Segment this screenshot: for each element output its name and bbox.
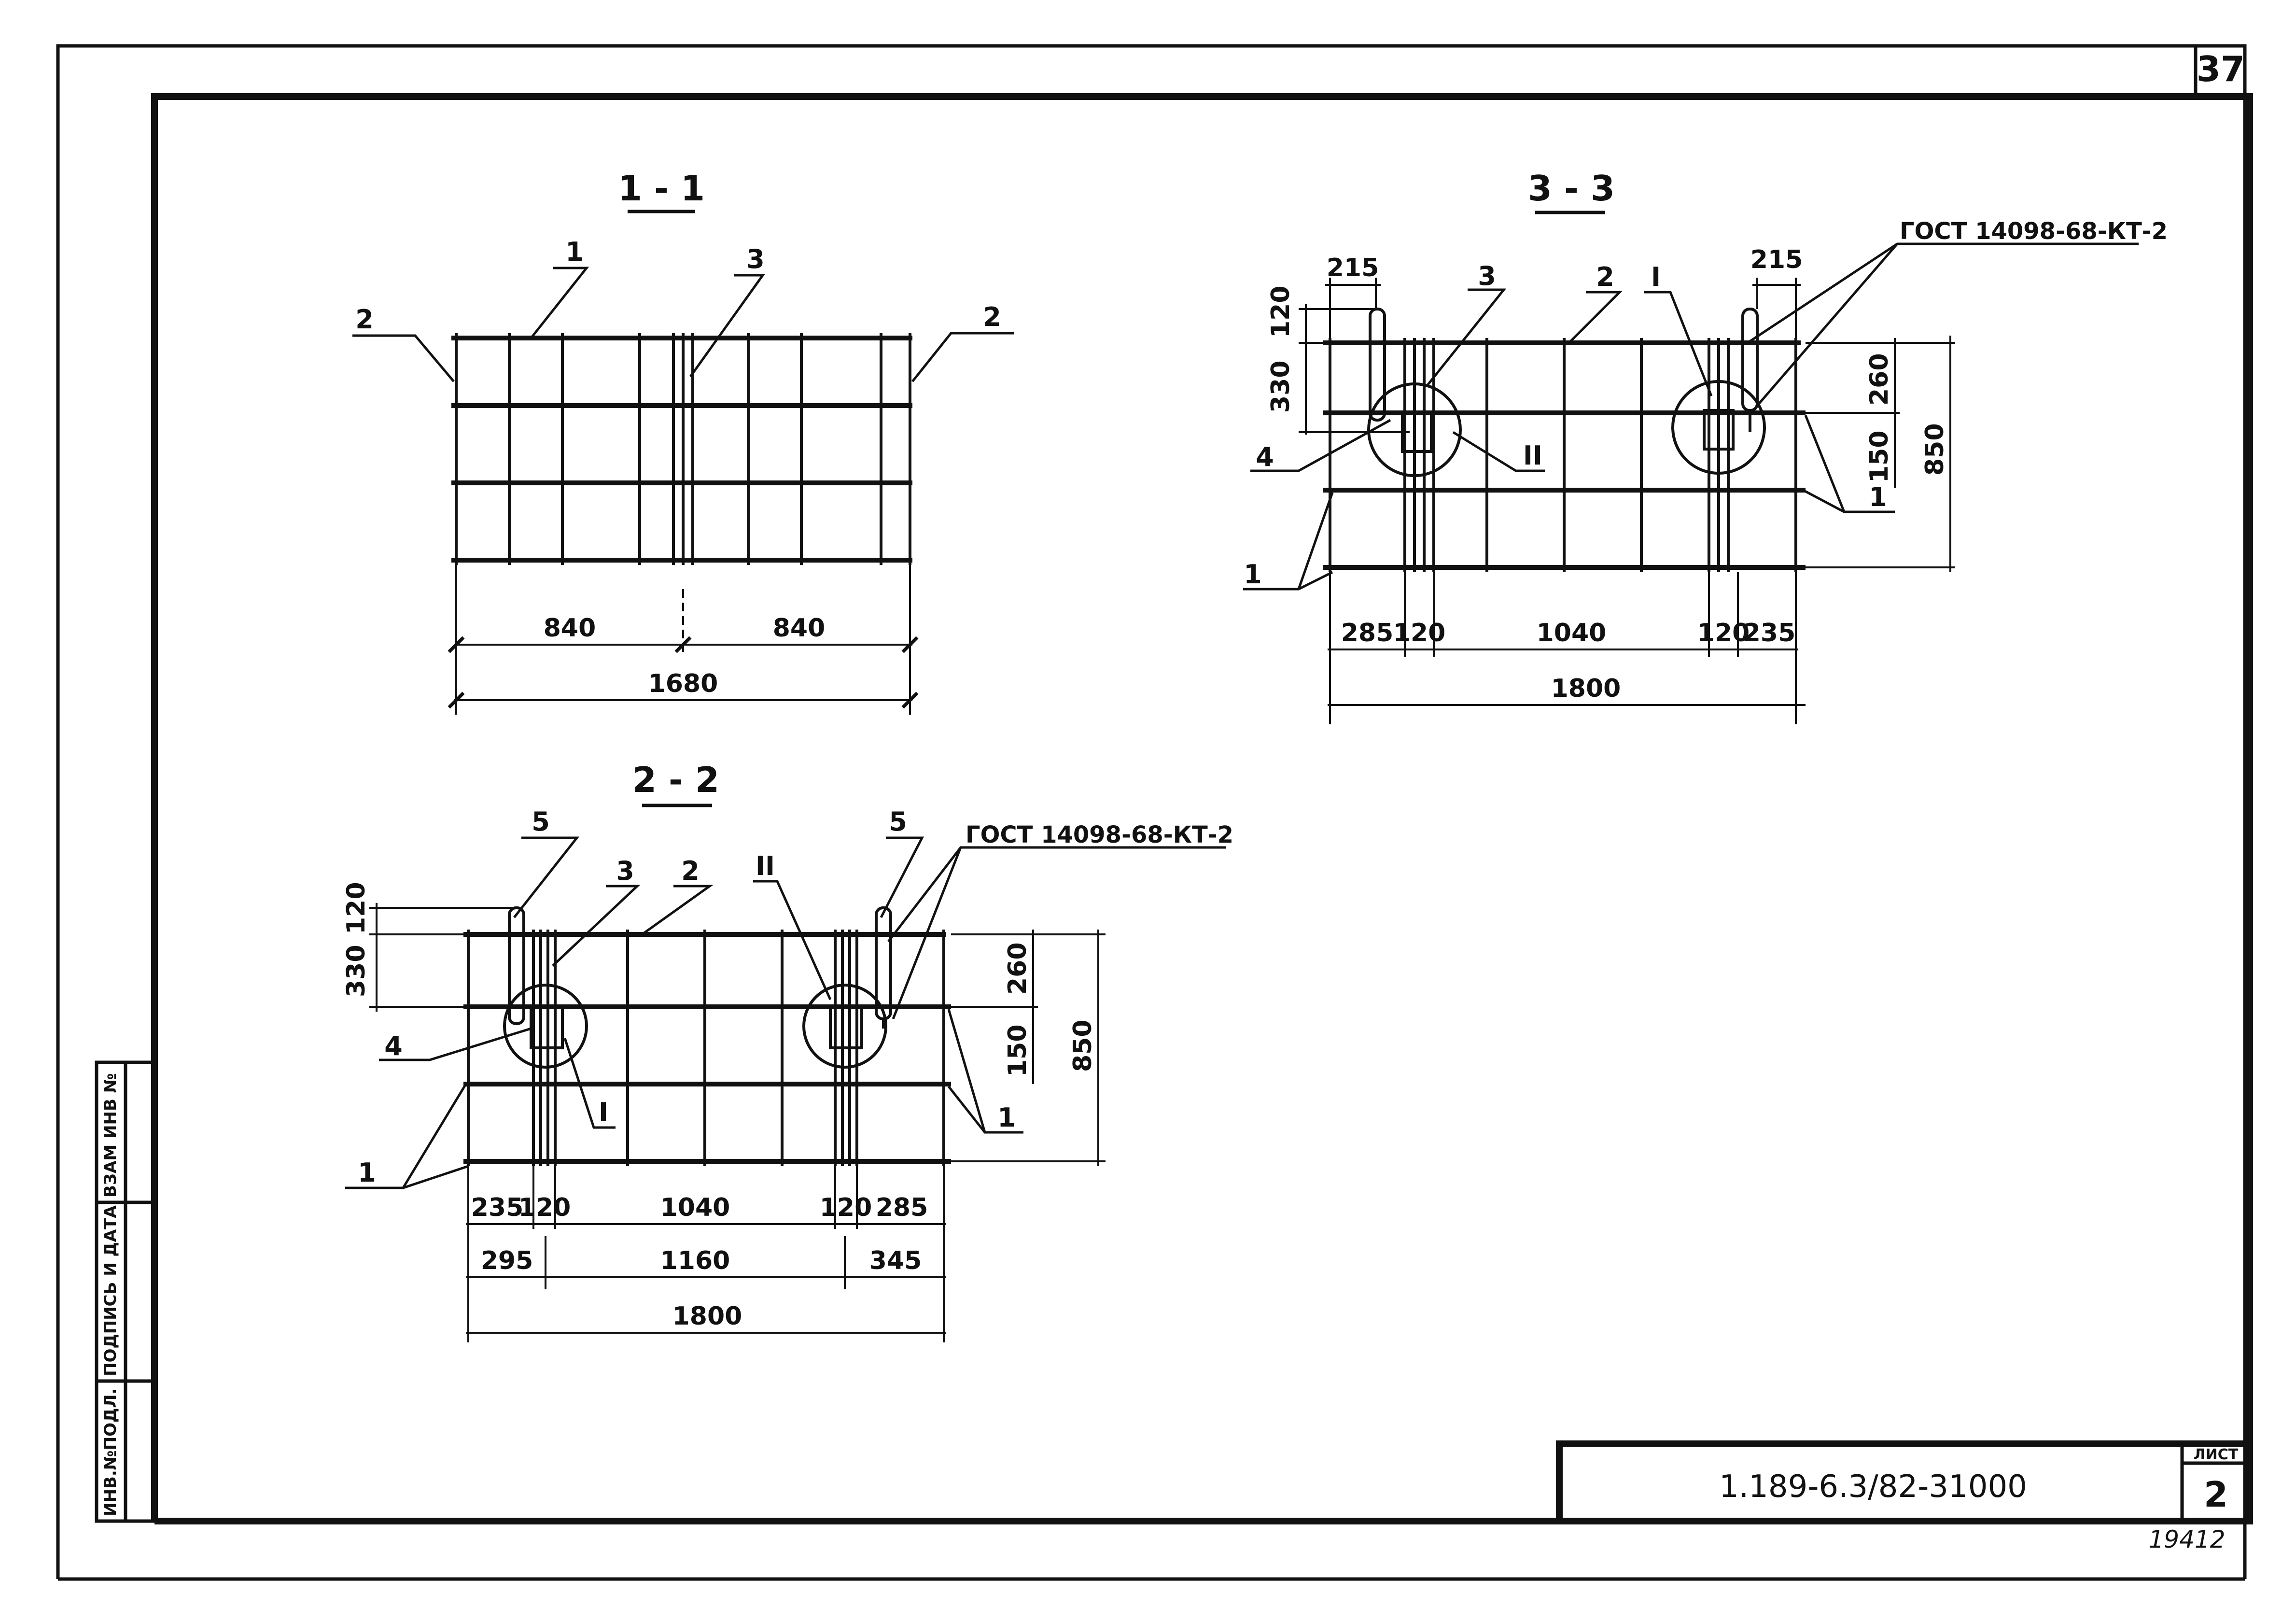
sheet-frame [56,44,2253,1581]
section-2-2-pos-5-left: 5 [532,806,550,837]
section-3-3-dim-v-150: 150 [1865,430,1894,483]
section-3-3-pos-3: 3 [1478,261,1496,291]
section-2-2-pos-1-left: 1 [358,1157,376,1188]
section-3-3-pos-roman-1: I [1651,262,1661,292]
section-3-3-dim-total: 1800 [1551,674,1621,703]
section-2-2-dim-v-850: 850 [1068,1019,1097,1072]
title-block-doc-number: 1.189-6.3/82-31000 [1719,1469,2027,1505]
section-2-2-dim-295: 295 [481,1246,533,1275]
section-3-3-dim-v-330: 330 [1266,360,1295,413]
side-stamp [95,1060,156,1523]
section-3-3-gost-note: ГОСТ 14098-68-КТ-2 [1900,218,2168,245]
side-stamp-inv-podl: ИНВ.№ПОДЛ. [101,1388,120,1516]
section-3-3 [1243,211,2139,724]
section-1-1-dim-total: 1680 [648,669,718,698]
section-3-3-pos-1-left: 1 [1244,559,1262,590]
section-2-2-dim-v-120: 120 [342,882,371,934]
section-2-2-pos-roman-1: I [599,1097,608,1128]
section-1-1-pos-3: 3 [746,244,765,274]
title-block-sheet-label: ЛИСТ [2194,1446,2239,1463]
section-3-3-dim-v-260: 260 [1865,353,1894,406]
side-stamp-vzam-inv: ВЗАМ ИНВ № [101,1073,120,1198]
section-2-2-pos-5-right: 5 [889,806,907,837]
section-3-3-dim-235: 235 [1743,619,1796,648]
section-3-3-dim-top-left: 215 [1327,254,1379,282]
sheet-corner-number: 37 [2197,49,2245,89]
section-2-2-dim-total: 1800 [672,1302,742,1331]
section-2-2 [345,804,1226,1342]
section-2-2-dim-235: 235 [471,1193,524,1222]
handwritten-number: 19412 [2148,1525,2225,1553]
section-3-3-dim-285: 285 [1341,619,1394,648]
section-2-2-gost-note: ГОСТ 14098-68-КТ-2 [966,821,1233,848]
section-3-3-pos-1-right: 1 [1869,482,1887,512]
section-3-3-dim-top-right: 215 [1750,245,1803,274]
section-2-2-dim-1040: 1040 [660,1193,730,1222]
section-2-2-pos-2: 2 [681,856,700,886]
section-3-3-dim-v-850: 850 [1920,423,1949,476]
section-2-2-dim-285: 285 [876,1193,928,1222]
section-3-3-dim-v-120: 120 [1266,285,1295,338]
section-3-3-title: 3 - 3 [1528,168,1615,209]
section-2-2-dim-v-150: 150 [1003,1024,1032,1077]
section-3-3-pos-4: 4 [1256,442,1274,472]
section-2-2-pos-3: 3 [616,856,634,886]
section-2-2-dim-120b: 120 [820,1193,872,1222]
section-3-3-dim-120b: 120 [1697,619,1750,648]
section-2-2-title: 2 - 2 [632,760,719,800]
section-2-2-dim-120a: 120 [518,1193,571,1222]
section-1-1 [352,210,1014,715]
section-2-2-dim-v-330: 330 [342,945,371,997]
section-3-3-pos-roman-2: II [1523,440,1542,471]
section-1-1-dim-left: 840 [544,614,596,643]
section-2-2-pos-4: 4 [384,1031,403,1061]
section-2-2-dim-v-260: 260 [1003,942,1032,995]
section-2-2-pos-roman-2: II [756,851,775,881]
section-3-3-dim-120a: 120 [1393,619,1446,648]
section-1-1-dim-right: 840 [773,614,826,643]
section-3-3-pos-2: 2 [1596,262,1614,292]
section-1-1-pos-2-left: 2 [355,304,374,335]
section-3-3-dim-1040: 1040 [1537,619,1607,648]
title-block [1556,1440,2250,1521]
section-1-1-pos-1: 1 [565,237,584,267]
section-2-2-pos-1-right: 1 [997,1102,1016,1133]
side-stamp-podpis-data: ПОДПИСЬ И ДАТА [101,1205,120,1376]
section-1-1-pos-2-right: 2 [983,302,1001,332]
title-block-sheet-number: 2 [2204,1474,2228,1515]
section-1-1-title: 1 - 1 [618,168,705,209]
section-2-2-dim-345: 345 [869,1246,922,1275]
section-2-2-dim-1160: 1160 [660,1246,730,1275]
